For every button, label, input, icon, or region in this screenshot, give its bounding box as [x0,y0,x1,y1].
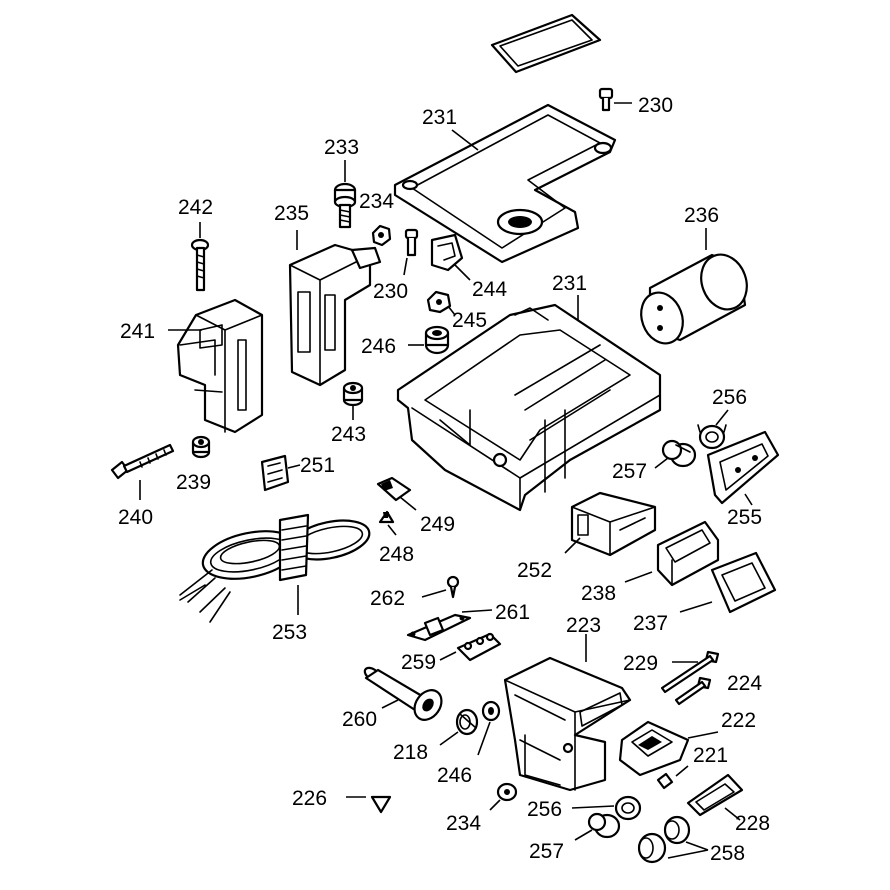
part-261-strain-relief [406,613,472,642]
label-228: 228 [735,812,770,835]
part-229-screw [660,650,720,694]
part-239-nut [191,435,211,459]
part-258-cap-b [637,832,667,864]
part-248-screw [378,510,395,524]
label-246-top: 246 [361,335,396,358]
part-259-terminal-block [456,632,502,662]
part-231-housing [396,303,662,512]
part-256-knob-top [697,424,727,450]
part-233-thumb-screw [333,182,357,229]
label-243: 243 [331,423,366,446]
label-230-top: 230 [638,94,673,117]
label-222: 222 [721,709,756,732]
part-249-clip [376,476,412,502]
part-230-screw-top [598,87,614,112]
label-221: 221 [693,744,728,767]
label-259: 259 [401,651,436,674]
label-245: 245 [452,309,487,332]
label-235: 235 [274,202,309,225]
label-251: 251 [300,454,335,477]
part-253-cable-coil [179,513,371,623]
part-255-plate [706,430,780,505]
part-224-screw [674,676,712,706]
label-256-lower: 256 [527,798,562,821]
label-230-mid: 230 [373,280,408,303]
part-251-terminal [260,454,290,492]
part-245-nut [426,290,452,314]
label-238: 238 [581,582,616,605]
label-256-top: 256 [712,386,747,409]
label-246-lower: 246 [437,764,472,787]
part-234-nut-lower [496,782,518,802]
label-241: 241 [120,320,155,343]
part-223-switch-housing [503,656,632,792]
part-240-long-bolt [110,443,175,480]
part-257-knob-lower [587,812,621,839]
part-241-bracket [176,298,264,434]
label-253: 253 [272,621,307,644]
part-252-switch-housing [570,491,657,557]
label-258: 258 [710,842,745,865]
part-258-cap-a [663,815,691,845]
label-218: 218 [393,741,428,764]
label-249: 249 [420,513,455,536]
label-234-top: 234 [359,190,394,213]
label-237: 237 [633,612,668,635]
part-234-nut-top [371,224,392,247]
part-246-spacer-lower [481,700,501,722]
label-248: 248 [379,543,414,566]
part-260-grommet [363,666,443,721]
part-257-knob-top [661,439,697,468]
label-257-lower: 257 [529,840,564,863]
part-218-grommet [455,708,479,736]
part-228-cover-plate [686,773,744,817]
label-242: 242 [178,196,213,219]
label-239: 239 [176,471,211,494]
part-221-screw [656,772,674,790]
label-240: 240 [118,506,153,529]
label-223: 223 [566,614,601,637]
part-222-rocker-switch [618,720,690,777]
label-233: 233 [324,136,359,159]
gasket-plate [490,13,602,74]
part-236-capacitor [640,253,748,345]
part-238-panel [656,520,720,587]
part-235-bracket [288,243,382,387]
label-252: 252 [517,559,552,582]
part-256-knob-lower [614,795,642,821]
part-262-screw [446,575,460,599]
label-234-lower: 234 [446,812,481,835]
part-231-base-plate [393,103,617,264]
label-262: 262 [370,587,405,610]
part-230-screw-mid [404,228,419,257]
label-231-housing: 231 [552,272,587,295]
part-243-nut [342,381,364,407]
part-labels: 230 231 233 242 235 234 236 230 244 231 … [118,94,770,865]
label-261: 261 [495,601,530,624]
part-237-gasket-frame [710,551,777,614]
label-236: 236 [684,204,719,227]
label-257-top: 257 [612,460,647,483]
label-231-top: 231 [422,106,457,129]
label-255: 255 [727,506,762,529]
part-242-bolt [190,238,210,292]
part-226-pin [370,795,392,814]
label-224: 224 [727,672,762,695]
label-226: 226 [292,787,327,810]
part-246-spacer-top [424,325,450,355]
label-229: 229 [623,652,658,675]
label-260: 260 [342,708,377,731]
label-244: 244 [472,278,507,301]
part-244-clip [430,233,464,272]
